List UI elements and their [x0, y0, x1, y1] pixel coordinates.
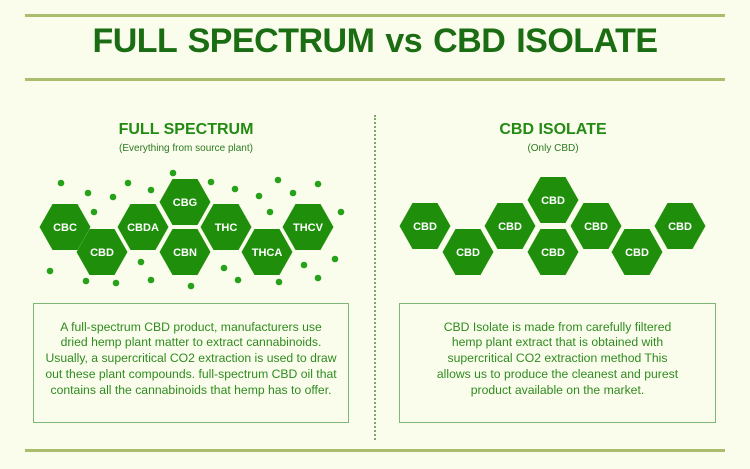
hexagon-label: CBD [668, 221, 692, 233]
molecule-dot [274, 176, 282, 184]
hexagon-label: CBD [413, 221, 437, 233]
molecule-dot [147, 276, 155, 284]
molecule-dot [331, 255, 339, 263]
hexagon-shape [527, 229, 579, 275]
hexagon-label: CBC [53, 222, 77, 234]
hexagon-cbd: CBD [399, 203, 451, 249]
description-line: A full-spectrum CBD product, manufacture… [60, 319, 322, 334]
hexagon-cbda: CBDA [117, 204, 169, 250]
hexagon-label: THCV [293, 222, 324, 234]
hexagon-cbg: CBG [159, 179, 211, 225]
section-divider [374, 115, 376, 440]
molecule-dot [112, 279, 120, 287]
hexagon-cbd: CBD [527, 177, 579, 223]
description-line: allows us to produce the cleanest and pu… [436, 366, 679, 381]
molecule-dot [300, 261, 308, 269]
molecule-dot [169, 169, 177, 177]
molecule-dot [289, 189, 297, 197]
hexagon-thc: THC [200, 204, 252, 250]
hexagon-shape [484, 203, 536, 249]
hexagon-cbn: CBN [159, 229, 211, 275]
page-title: FULL SPECTRUM vs CBD ISOLATE [92, 22, 658, 60]
molecule-dot [84, 189, 92, 197]
hexagon-shape [570, 203, 622, 249]
molecule-dot [314, 180, 322, 188]
hexagon-shape [611, 229, 663, 275]
hexagon-label: THC [215, 222, 238, 234]
description-line: contains all the cannabinoids that hemp … [50, 382, 332, 397]
hexagon-shape [200, 204, 252, 250]
hexagon-shape [442, 229, 494, 275]
description-line: supercritical CO2 extraction method This [447, 351, 668, 366]
molecule-dot [82, 277, 90, 285]
hexagon-cbc: CBC [39, 204, 91, 250]
hexagon-label: CBD [541, 247, 565, 259]
hexagon-shape [117, 204, 169, 250]
hexagon-label: CBD [584, 221, 608, 233]
description-line: hemp plant extract that is obtained with [451, 335, 664, 350]
molecule-dot [109, 193, 117, 201]
molecule-dot [147, 186, 155, 194]
hexagon-label: CBD [541, 195, 565, 207]
hexagon-shape [76, 229, 128, 275]
molecule-dot [234, 276, 242, 284]
hexagon-label: CBN [173, 247, 197, 259]
hexagon-cbd: CBD [527, 229, 579, 275]
hexagon-label: CBDA [127, 222, 159, 234]
molecule-dot [187, 282, 195, 290]
molecule-dot [337, 208, 345, 216]
molecule-dot [231, 185, 239, 193]
full-spectrum-description-box: A full-spectrum CBD product, manufacture… [33, 303, 349, 423]
full-spectrum-subheading: (Everything from source plant) [119, 143, 253, 154]
hexagon-label: CBG [173, 197, 197, 209]
cbd-isolate-heading: CBD ISOLATE [499, 121, 607, 138]
molecule-dot [46, 267, 54, 275]
molecule-dot [255, 192, 263, 200]
hexagon-label: CBD [456, 247, 480, 259]
hexagon-shape [39, 204, 91, 250]
molecule-dot [220, 264, 228, 272]
molecule-dot [57, 179, 65, 187]
hexagon-cbd: CBD [442, 229, 494, 275]
title-underline [25, 78, 725, 81]
hexagon-shape [654, 203, 706, 249]
molecule-dot [90, 208, 98, 216]
description-line: CBD Isolate is made from carefully filte… [443, 319, 672, 334]
hexagon-label: THCA [252, 247, 283, 259]
hexagon-cbd: CBD [76, 229, 128, 275]
full-spectrum-heading: FULL SPECTRUM [118, 121, 254, 138]
hexagon-label: CBD [498, 221, 522, 233]
hexagon-cbd: CBD [484, 203, 536, 249]
hexagon-shape [159, 179, 211, 225]
hexagon-thcv: THCV [282, 204, 334, 250]
hexagon-shape [527, 177, 579, 223]
hexagon-cbd: CBD [611, 229, 663, 275]
hexagon-label: CBD [625, 247, 649, 259]
molecule-dot [124, 179, 132, 187]
molecule-dot [137, 258, 145, 266]
hexagon-thca: THCA [241, 229, 293, 275]
molecule-dot [207, 178, 215, 186]
molecule-dot [275, 278, 283, 286]
bottom-rule [25, 449, 725, 452]
molecule-dot [266, 208, 274, 216]
hexagon-shape [241, 229, 293, 275]
hexagon-label: CBD [90, 247, 114, 259]
top-rule [25, 14, 725, 17]
hexagon-shape [399, 203, 451, 249]
description-line: product available on the market. [470, 382, 645, 397]
molecule-dot [314, 274, 322, 282]
description-line: dried hemp plant matter to extract canna… [60, 335, 322, 350]
hexagon-cbd: CBD [570, 203, 622, 249]
hexagon-shape [159, 229, 211, 275]
cbd-isolate-description-box: CBD Isolate is made from carefully filte… [399, 303, 716, 423]
cbd-isolate-subheading: (Only CBD) [527, 143, 579, 154]
hexagon-shape [282, 204, 334, 250]
description-line: out these plant compounds. full-spectrum… [45, 366, 337, 381]
hexagon-cbd: CBD [654, 203, 706, 249]
description-line: Usually, a supercritical CO2 extraction … [45, 351, 337, 366]
